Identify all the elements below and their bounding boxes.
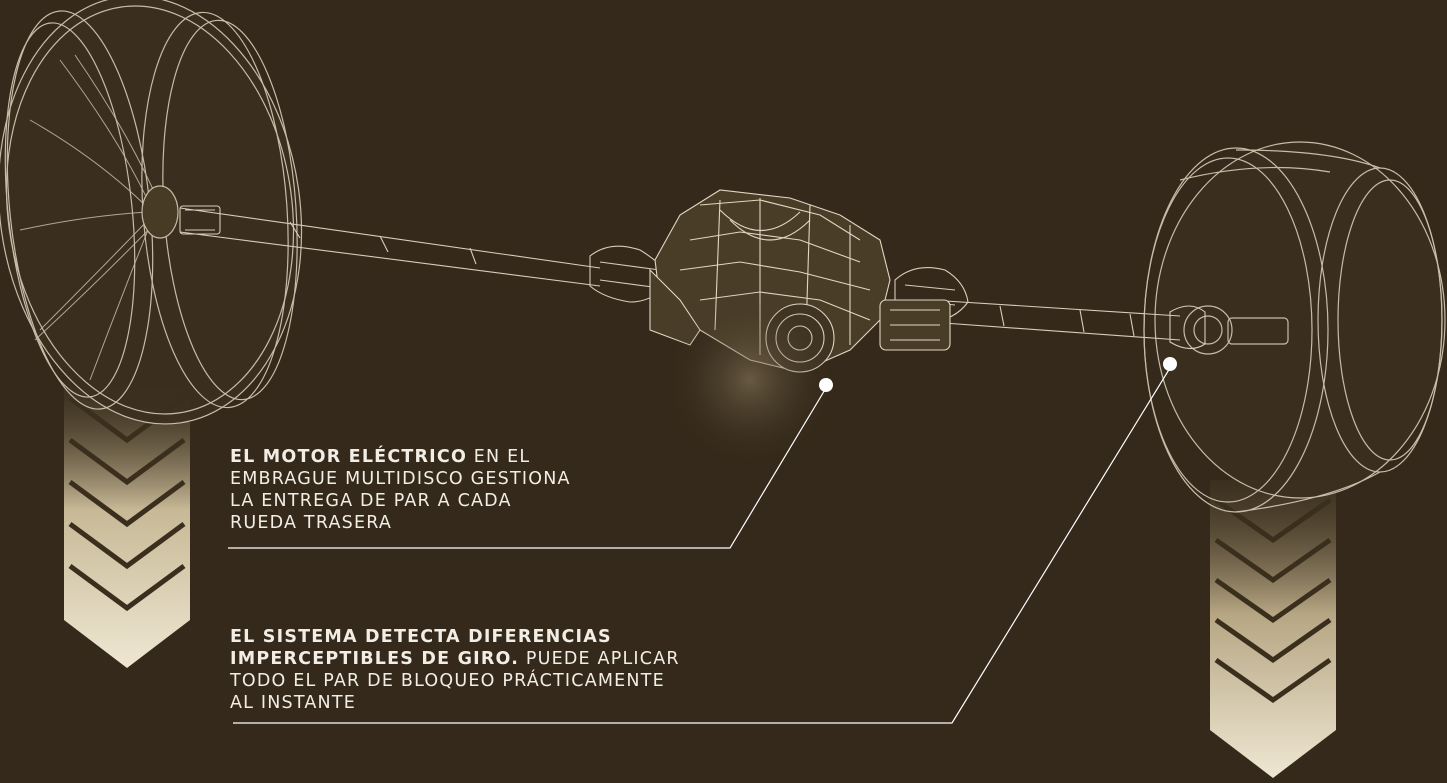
down-chevron-arrow-right <box>1210 480 1336 778</box>
callout-1-leader <box>228 387 827 549</box>
callout-1-line-4: RUEDA TRASERA <box>230 513 393 533</box>
differential-unit <box>649 189 951 470</box>
callout-1-dot <box>819 378 833 392</box>
callout-2-leader <box>233 367 1171 724</box>
wheel-rim-left <box>0 0 303 425</box>
rear-axle-wireframe <box>179 205 1206 350</box>
callout-2-dot <box>1163 357 1177 371</box>
callout-2-line-3: AL INSTANTE <box>230 693 356 713</box>
callout-1-line-3: LA ENTREGA DE PAR A CADA <box>230 491 512 511</box>
callout-2-bold-2: IMPERCEPTIBLES DE GIRO. <box>230 649 520 669</box>
callout-2-bold-1: EL SISTEMA DETECTA DIFERENCIAS <box>230 627 612 647</box>
down-chevron-arrow-left <box>64 380 190 668</box>
callout-1-bold: EL MOTOR ELÉCTRICO <box>230 447 468 467</box>
callout-2-line-1: PUEDE APLICAR <box>525 649 680 669</box>
callout-2-line-2: TODO EL PAR DE BLOQUEO PRÁCTICAMENTE <box>230 671 665 691</box>
callout-1-line-1: EN EL <box>473 447 531 467</box>
wheel-rim-right <box>1143 141 1446 513</box>
callout-1-line-2: EMBRAGUE MULTIDISCO GESTIONA <box>230 469 571 489</box>
